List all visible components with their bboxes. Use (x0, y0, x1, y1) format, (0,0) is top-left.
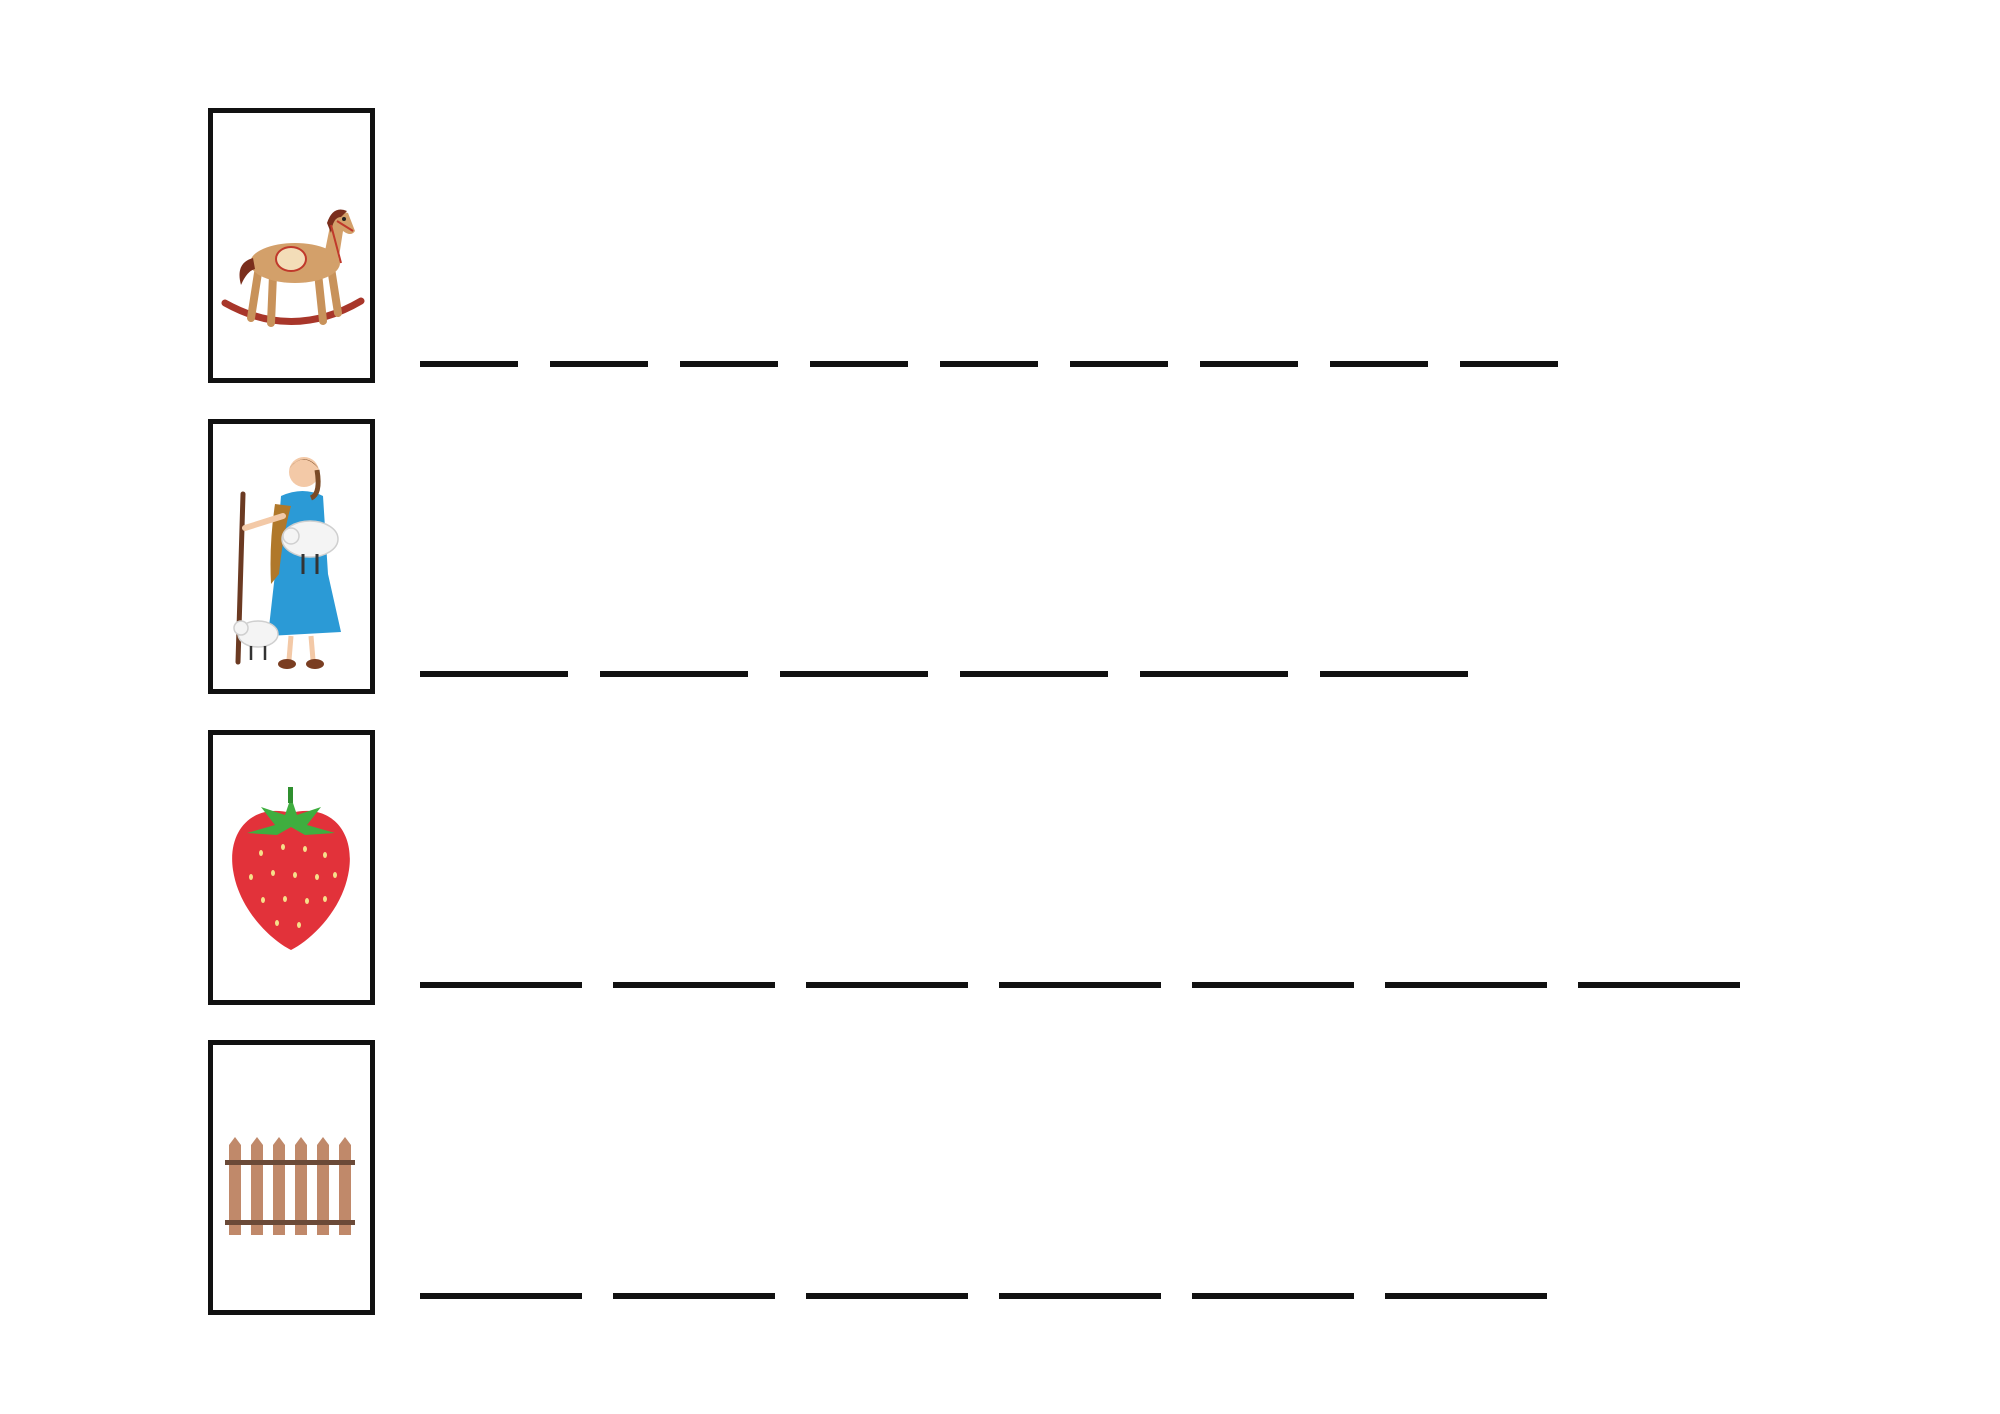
letter-blank (420, 361, 518, 367)
letter-blank (1192, 1293, 1354, 1299)
picture-card (208, 730, 375, 1005)
letter-blank (780, 671, 928, 677)
letter-blank (613, 1293, 775, 1299)
letter-blank (1140, 671, 1288, 677)
letter-blank (806, 982, 968, 988)
letter-blank (999, 982, 1161, 988)
picture-card (208, 1040, 375, 1315)
letter-blank (810, 361, 908, 367)
letter-blank (550, 361, 648, 367)
picture-card (208, 419, 375, 694)
letter-blank (1578, 982, 1740, 988)
letter-blank (1460, 361, 1558, 367)
letter-blank (680, 361, 778, 367)
word-row-3 (0, 730, 2000, 1005)
letter-blank (940, 361, 1038, 367)
letter-blank (420, 1293, 582, 1299)
letter-blank (960, 671, 1108, 677)
rocking-horse-icon (221, 209, 365, 327)
letter-blank (1385, 1293, 1547, 1299)
letter-blank (1330, 361, 1428, 367)
letter-blank (1320, 671, 1468, 677)
letter-blank (1070, 361, 1168, 367)
letter-blank (999, 1293, 1161, 1299)
word-row-2 (0, 419, 2000, 694)
strawberry-icon (232, 787, 350, 950)
shepherdess-icon (233, 457, 341, 669)
letter-blank (1192, 982, 1354, 988)
picture-card (208, 108, 375, 383)
letter-blank (1200, 361, 1298, 367)
word-row-4 (0, 1040, 2000, 1315)
letter-blank (613, 982, 775, 988)
letter-blank (806, 1293, 968, 1299)
letter-blank (1385, 982, 1547, 988)
word-row-1 (0, 108, 2000, 383)
fence-icon (225, 1137, 355, 1235)
letter-blank (420, 982, 582, 988)
letter-blank (600, 671, 748, 677)
letter-blank (420, 671, 568, 677)
